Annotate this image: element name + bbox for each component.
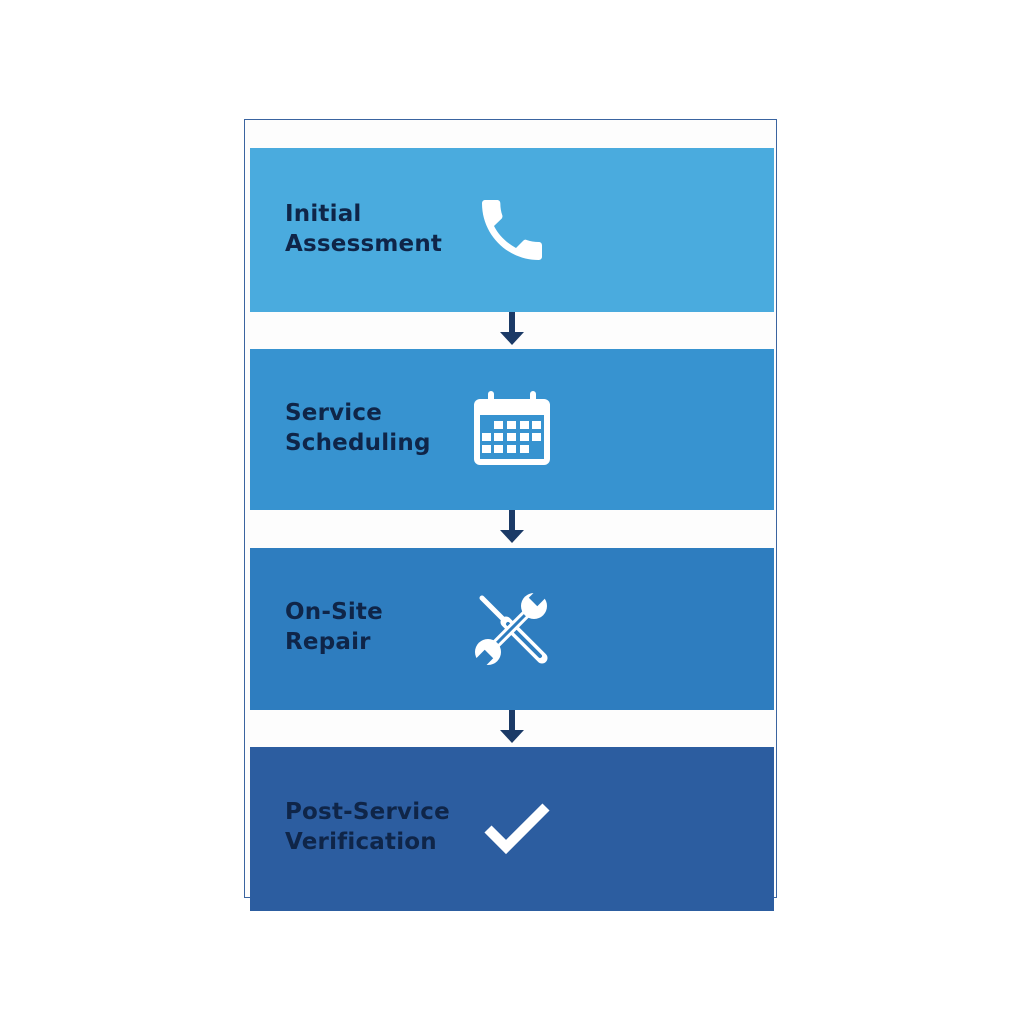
phone-icon	[472, 188, 552, 276]
step-on-site-repair: On-Site Repair	[250, 548, 774, 710]
step-initial-assessment: Initial Assessment	[250, 148, 774, 312]
calendar-icon	[472, 391, 552, 471]
step-service-scheduling: Service Scheduling	[250, 349, 774, 510]
checkmark-icon	[482, 799, 552, 861]
flow-arrow	[500, 312, 524, 348]
step-label: On-Site Repair	[285, 599, 383, 655]
step-post-service-verification: Post-Service Verification	[250, 747, 774, 911]
tools-icon	[470, 586, 554, 674]
flow-arrow	[500, 510, 524, 546]
flow-arrow	[500, 710, 524, 746]
step-label: Initial Assessment	[285, 201, 443, 257]
step-label: Service Scheduling	[285, 400, 431, 456]
step-label: Post-Service Verification	[285, 799, 450, 855]
